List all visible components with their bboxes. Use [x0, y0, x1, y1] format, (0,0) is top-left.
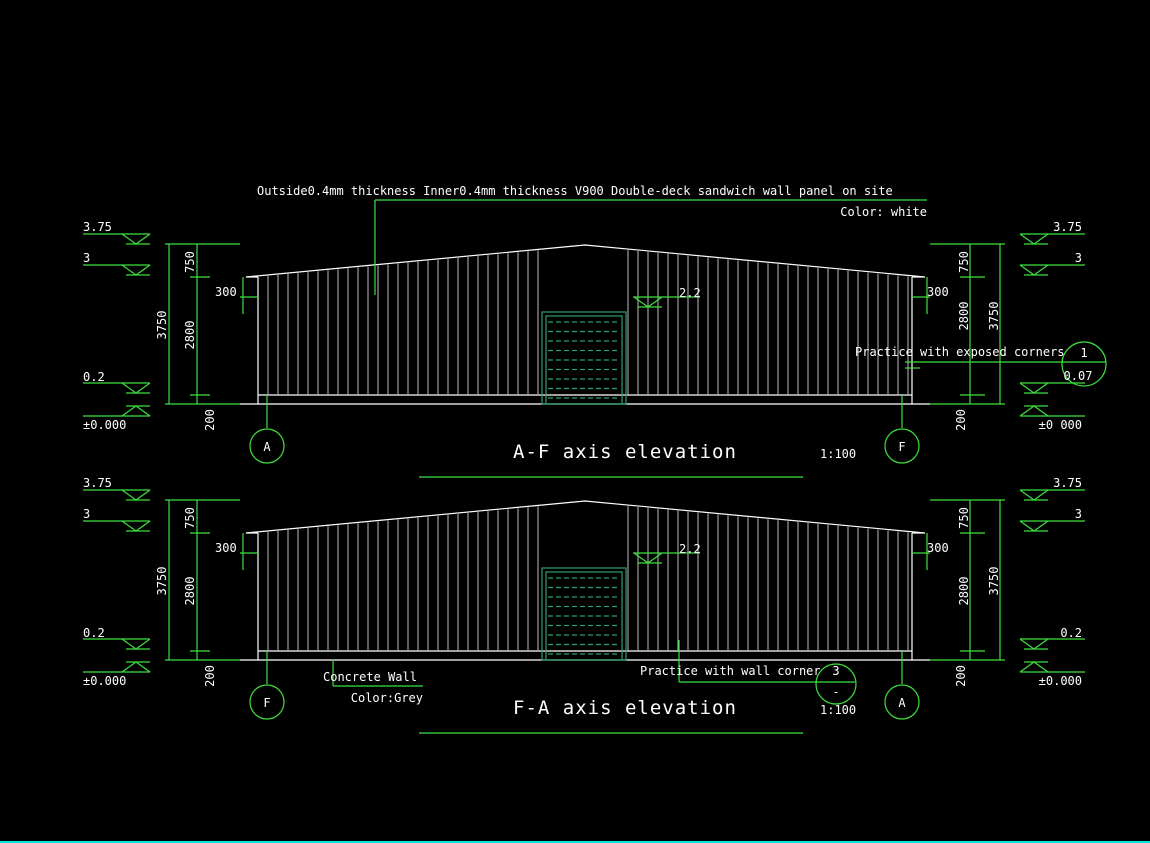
dim-label: 300	[927, 285, 949, 299]
dim-label: 300	[215, 541, 237, 555]
roller-door-frame	[545, 571, 623, 661]
level-triangle	[1019, 661, 1049, 673]
elevation-af: 3.75 3 0.2 ±0.000 3.75 3 ±0 000 3750 750…	[83, 220, 1092, 463]
level-label: 3.75	[1053, 220, 1082, 234]
axis-bubble	[249, 428, 285, 464]
level-triangle	[121, 520, 151, 532]
wall-color-note: Color:Grey	[351, 691, 423, 705]
level-triangle	[121, 489, 151, 501]
detail-callout-circle	[815, 663, 857, 705]
dim-label: 750	[183, 507, 197, 529]
dim-label: 3750	[987, 302, 1001, 331]
dim-label: 200	[203, 665, 217, 687]
axis-label: F	[898, 440, 905, 454]
level-triangle	[1019, 405, 1049, 417]
level-triangle	[633, 296, 663, 308]
roof-line	[245, 500, 926, 534]
level-label: 3.75	[83, 476, 112, 490]
level-triangle	[121, 382, 151, 394]
door-level-label: 2.2	[679, 542, 701, 556]
dim-label: 3750	[987, 567, 1001, 596]
elevation-title: A-F axis elevation	[513, 441, 737, 463]
level-label: 0.2	[83, 370, 105, 384]
level-triangle	[633, 552, 663, 564]
elevation-title: F-A axis elevation	[513, 697, 737, 719]
dim-label: 200	[954, 665, 968, 687]
level-label: 3.75	[83, 220, 112, 234]
level-triangle	[1019, 520, 1049, 532]
dim-label: 300	[215, 285, 237, 299]
level-triangle	[121, 661, 151, 673]
level-label: 3	[83, 251, 90, 265]
wall-note: Concrete Wall	[323, 670, 417, 684]
dim-label: 2800	[957, 302, 971, 331]
level-label: 0.2	[1060, 626, 1082, 640]
dim-label: 2800	[183, 577, 197, 606]
level-label: 3	[83, 507, 90, 521]
level-label: ±0.000	[83, 674, 126, 688]
level-triangle	[1019, 264, 1049, 276]
axis-bubble	[249, 684, 285, 720]
header-color-note: Color: white	[840, 205, 927, 219]
viewport-border	[0, 841, 1150, 843]
callout-text: Practice with exposed corners	[855, 345, 1065, 359]
scale-label: 1:100	[820, 447, 856, 461]
level-label: 0.2	[83, 626, 105, 640]
level-triangle	[121, 405, 151, 417]
elevation-fa: 3.75 3 0.2 ±0.000 3.75 3 0.2 ±0.000 3750…	[83, 476, 1082, 719]
level-label: ±0 000	[1039, 418, 1082, 432]
callout-text: Practice with wall corner	[640, 664, 821, 678]
axis-label: A	[263, 440, 271, 454]
dim-label: 200	[954, 409, 968, 431]
roller-door-frame	[545, 315, 623, 405]
level-triangle	[1019, 489, 1049, 501]
detail-callout-circle	[1061, 341, 1107, 387]
elevation-af-geometry	[83, 233, 1085, 478]
dim-label: 2800	[957, 577, 971, 606]
elevation-fa-geometry	[83, 489, 1085, 734]
level-label: 3	[1075, 507, 1082, 521]
level-triangle	[1019, 233, 1049, 245]
level-label: ±0.000	[1039, 674, 1082, 688]
door-level-label: 2.2	[679, 286, 701, 300]
level-label: 3	[1075, 251, 1082, 265]
header-note: Outside0.4mm thickness Inner0.4mm thickn…	[257, 184, 893, 198]
scale-label: 1:100	[820, 703, 856, 717]
level-triangle	[121, 638, 151, 650]
callout-sub: -	[832, 685, 839, 699]
dim-label: 750	[957, 507, 971, 529]
level-triangle	[121, 264, 151, 276]
dim-label: 3750	[155, 311, 169, 340]
dim-label: 3750	[155, 567, 169, 596]
roller-door	[541, 311, 627, 405]
dim-label: 750	[957, 251, 971, 273]
axis-bubble	[884, 428, 920, 464]
roller-door	[541, 567, 627, 661]
axis-label: A	[898, 696, 906, 710]
level-label: 3.75	[1053, 476, 1082, 490]
level-triangle	[121, 233, 151, 245]
axis-bubble	[884, 684, 920, 720]
level-label: ±0.000	[83, 418, 126, 432]
dim-label: 2800	[183, 321, 197, 350]
roof-line	[245, 244, 926, 278]
callout-number: 1	[1080, 346, 1087, 360]
level-triangle	[1019, 638, 1049, 650]
dim-label: 750	[183, 251, 197, 273]
callout-number: 3	[832, 664, 839, 678]
level-triangle	[1019, 382, 1049, 394]
dim-label: 200	[203, 409, 217, 431]
dim-label: 300	[927, 541, 949, 555]
callout-sub: 0.07	[1064, 369, 1093, 383]
axis-label: F	[263, 696, 270, 710]
